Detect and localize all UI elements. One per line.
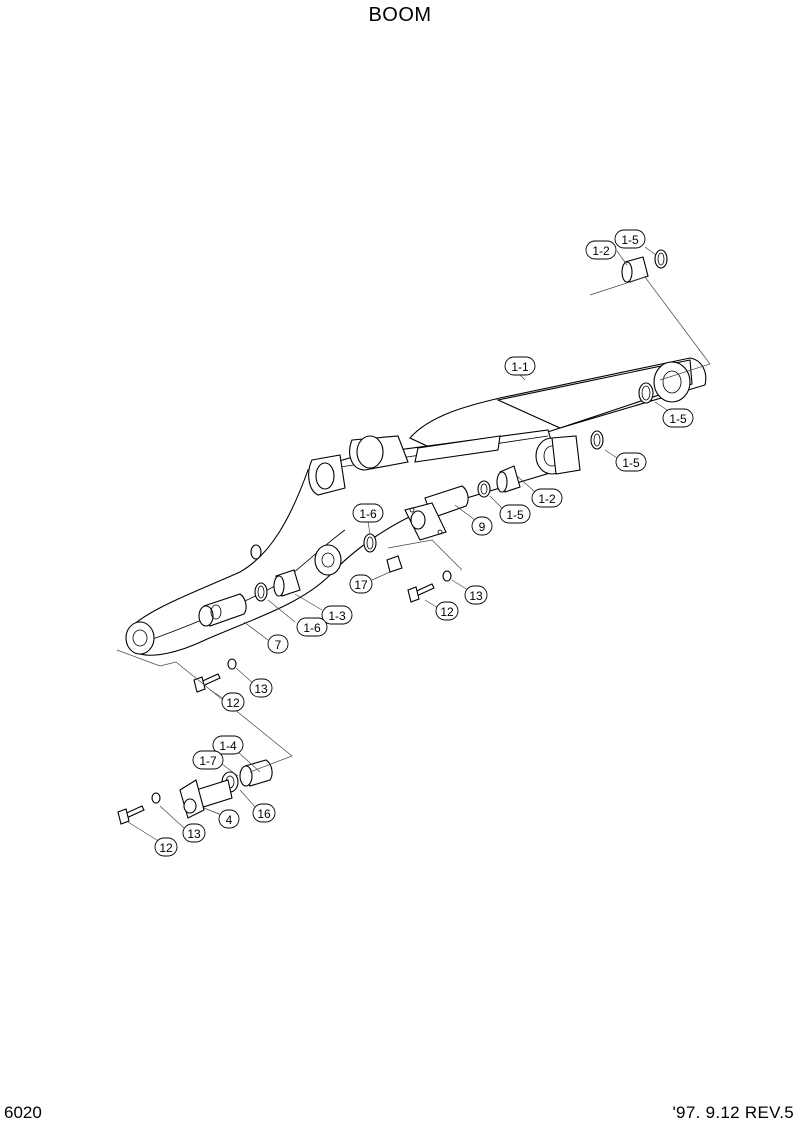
- callout-16: 16: [252, 803, 276, 823]
- callout-label: 13: [187, 827, 201, 841]
- grease-nipple-17: [386, 555, 403, 573]
- pin-7: [198, 593, 247, 627]
- bolt-12-upper: [407, 570, 452, 603]
- bushing-mid: [477, 465, 521, 498]
- callout-label: 9: [479, 520, 486, 534]
- callout-label: 16: [257, 807, 271, 821]
- pin-4-assembly: [117, 759, 273, 825]
- callout-label: 13: [469, 589, 483, 603]
- leader-lines: [116, 246, 711, 843]
- callout-label: 1-7: [199, 754, 217, 768]
- callout-label: 1-2: [538, 492, 556, 506]
- callout-13-lower: 13: [182, 823, 206, 843]
- pin-9: [404, 485, 469, 541]
- callout-1-5-lower: 1-5: [499, 504, 531, 524]
- callout-1-4: 1-4: [212, 735, 244, 755]
- callout-label: 12: [440, 605, 454, 619]
- bushing-1-3: [254, 569, 301, 602]
- callout-label: 1-5: [669, 412, 687, 426]
- page-title: BOOM: [368, 4, 432, 26]
- callout-1-5-tip: 1-5: [662, 408, 694, 428]
- callout-label: 1-5: [622, 456, 640, 470]
- callout-7: 7: [267, 634, 289, 654]
- callout-label: 1-5: [621, 233, 639, 247]
- callout-17: 17: [349, 574, 373, 594]
- page-number: 6020: [4, 1103, 42, 1122]
- callout-1-6-lower: 1-6: [296, 617, 328, 637]
- callout-label: 1-3: [328, 609, 346, 623]
- callout-1-5-top: 1-5: [614, 229, 646, 249]
- callout-13-upper: 13: [464, 585, 488, 605]
- callout-9: 9: [471, 516, 493, 536]
- callout-1-6-upper: 1-6: [352, 503, 384, 523]
- callout-1-1: 1-1: [504, 356, 536, 376]
- callout-label: 1-6: [359, 507, 377, 521]
- callout-13-mid: 13: [249, 678, 273, 698]
- bushing-top: [621, 249, 668, 283]
- callout-label: 12: [159, 841, 173, 855]
- seal-1-6-upper: [363, 533, 377, 553]
- callout-1-5-mid: 1-5: [615, 452, 647, 472]
- callout-4: 4: [218, 809, 240, 829]
- revision-stamp: '97. 9.12 REV.5: [672, 1103, 794, 1122]
- callout-label: 17: [354, 578, 368, 592]
- seal-tip: [590, 382, 654, 450]
- callout-label: 1-6: [303, 621, 321, 635]
- callout-label: 1-5: [506, 508, 524, 522]
- callout-label: 1-2: [592, 244, 610, 258]
- callout-12-lower: 12: [154, 837, 178, 857]
- callout-1-2-top: 1-2: [585, 240, 617, 260]
- callout-1-2-mid: 1-2: [531, 488, 563, 508]
- callout-label: 1-4: [219, 739, 237, 753]
- callout-1-3: 1-3: [321, 605, 353, 625]
- bolt-12-mid: [193, 658, 237, 693]
- callout-1-7: 1-7: [192, 750, 224, 770]
- callout-label: 12: [226, 696, 240, 710]
- callout-label: 13: [254, 682, 268, 696]
- callout-label: 7: [275, 638, 282, 652]
- callout-label: 4: [226, 813, 233, 827]
- callout-label: 1-1: [511, 360, 529, 374]
- callout-12-mid: 12: [221, 692, 245, 712]
- callout-12-upper: 12: [435, 601, 459, 621]
